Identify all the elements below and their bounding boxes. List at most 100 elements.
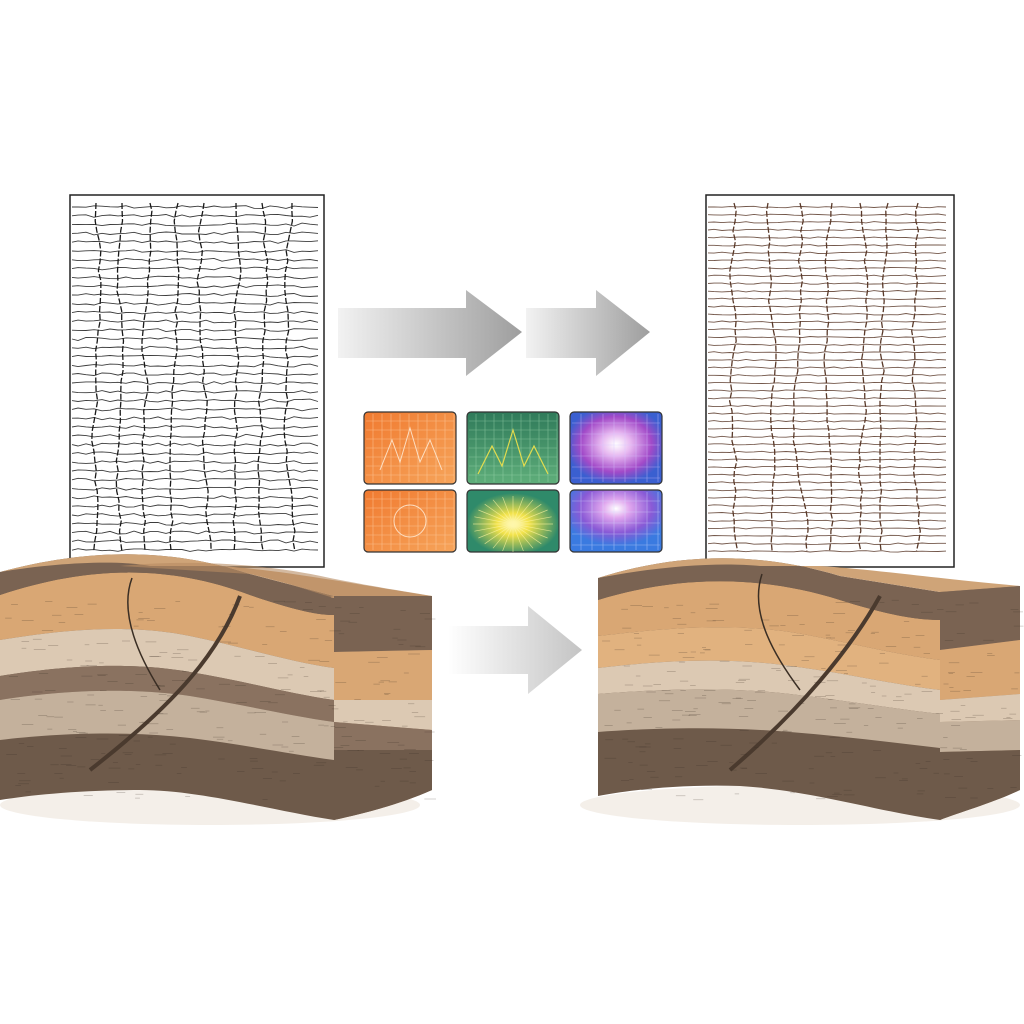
- seismic-horizon-line: [707, 534, 947, 538]
- orange-radial-tile: [363, 489, 457, 553]
- seismic-horizon-line: [707, 236, 947, 239]
- tile-ray-line: [512, 523, 552, 532]
- seismic-horizon-line: [707, 519, 947, 522]
- seismic-horizon-line: [71, 425, 319, 429]
- seismic-horizon-line: [707, 550, 947, 553]
- seismic-horizon-line: [707, 213, 947, 216]
- tile-ray-line: [502, 496, 514, 525]
- seismic-horizon-line: [707, 205, 947, 209]
- seismic-horizon-line: [707, 465, 947, 469]
- tile-ray-line: [512, 523, 548, 539]
- tile-ray-line: [512, 516, 552, 525]
- seismic-horizon-line: [71, 257, 319, 262]
- seismic-horizon-line: [71, 381, 319, 385]
- seismic-horizon-line: [71, 363, 319, 368]
- seismic-horizon-line: [71, 301, 319, 306]
- seismic-horizon-line: [71, 539, 319, 544]
- seismic-horizon-line: [707, 221, 947, 224]
- raw-seismic-panel: [69, 194, 325, 568]
- seismic-horizon-line: [707, 443, 947, 446]
- seismic-horizon-line: [707, 542, 946, 545]
- seismic-horizon-line: [707, 290, 947, 293]
- seismic-horizon-line: [707, 313, 947, 316]
- seismic-horizon-line: [71, 319, 319, 324]
- seismic-horizon-line: [71, 222, 319, 227]
- process-arrow-2: [526, 290, 650, 376]
- green-grid-tile: [466, 411, 560, 485]
- seismic-trace: [283, 202, 296, 552]
- tile-ray-line: [478, 509, 514, 525]
- seismic-trace: [911, 202, 921, 552]
- processed-seismic-traces: [728, 202, 921, 552]
- seismic-horizon-line: [707, 351, 947, 354]
- seismic-horizon-line: [71, 266, 319, 271]
- blue-purple-tile: [569, 411, 663, 485]
- raw-seismic-traces: [91, 202, 296, 552]
- seismic-horizon-line: [71, 354, 319, 359]
- seismic-horizon-line: [71, 460, 319, 465]
- seismic-horizon-line: [707, 489, 947, 492]
- seismic-trace: [257, 202, 269, 552]
- tile-ray-line: [478, 523, 514, 539]
- seismic-horizon-line: [71, 240, 319, 244]
- seismic-horizon-line: [707, 420, 947, 423]
- purple-blue-tile: [569, 489, 663, 553]
- seismic-trace: [728, 202, 739, 552]
- seismic-horizon-line: [707, 412, 947, 415]
- seismic-trace: [115, 202, 125, 552]
- processed-seismic-frame: [705, 194, 955, 568]
- geology-transfer-arrow: [448, 606, 582, 694]
- seismic-trace: [232, 202, 242, 552]
- seismic-horizon-line: [707, 404, 946, 408]
- seismic-trace: [169, 202, 180, 552]
- seismic-horizon-line: [71, 398, 319, 403]
- seismic-trace: [196, 202, 212, 552]
- seismic-horizon-line: [707, 481, 947, 484]
- seismic-horizon-line: [707, 397, 947, 400]
- seismic-horizon-line: [707, 435, 947, 438]
- seismic-horizon-line: [707, 228, 947, 232]
- seismic-horizon-line: [71, 513, 319, 517]
- tile-ray-line: [484, 523, 514, 545]
- arrow-right-icon: [448, 606, 582, 694]
- process-arrow-1: [338, 290, 522, 376]
- seismic-horizon-line: [71, 275, 319, 280]
- seismic-horizon-line: [71, 521, 319, 526]
- seismic-horizon-line: [708, 374, 947, 377]
- tile-ray-line: [512, 503, 542, 525]
- input-geology-block: [0, 554, 436, 825]
- seismic-horizon-line: [707, 473, 947, 477]
- seismic-horizon-line: [71, 328, 319, 333]
- seismic-horizon-line: [71, 442, 319, 447]
- tile-ray-line: [512, 523, 524, 552]
- orange-grid-tile: [363, 411, 457, 485]
- seismic-horizon-line: [707, 274, 947, 278]
- seismic-horizon-line: [71, 548, 319, 552]
- seismic-horizon-line: [71, 469, 319, 473]
- seismic-horizon-line: [707, 305, 947, 308]
- seismic-horizon-line: [71, 345, 319, 350]
- seismic-horizon-line: [71, 416, 319, 421]
- seismic-trace: [823, 202, 834, 552]
- seismic-horizon-line: [71, 231, 319, 236]
- raw-seismic-horizons: [71, 205, 319, 552]
- seismic-horizon-line: [707, 496, 947, 499]
- seismic-trace: [141, 202, 153, 552]
- seismic-trace: [91, 202, 102, 552]
- seismic-horizon-line: [707, 366, 947, 369]
- tile-ray-line: [512, 499, 534, 525]
- seismic-horizon-line: [71, 530, 319, 535]
- seismic-horizon-line: [708, 297, 947, 300]
- seismic-horizon-line: [71, 249, 319, 253]
- tile-ray-line: [492, 499, 514, 525]
- seismic-horizon-line: [707, 320, 947, 323]
- seismic-trace: [792, 202, 809, 552]
- tile-ray-line: [502, 523, 514, 552]
- tile-ray-line: [512, 523, 534, 549]
- seismic-horizon-line: [71, 477, 319, 482]
- seismic-horizon-line: [71, 504, 319, 509]
- tile-ray-line: [512, 523, 542, 545]
- transform-tiles-grid: [363, 411, 663, 553]
- seismic-horizon-line: [71, 284, 319, 289]
